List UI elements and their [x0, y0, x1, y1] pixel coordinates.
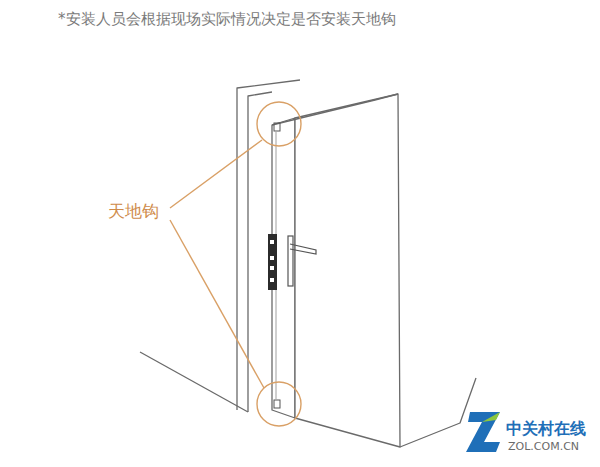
door-leaf [295, 94, 400, 447]
door-top [272, 94, 398, 125]
lock-body [268, 234, 277, 290]
watermark-text: 中关村在线 [506, 419, 586, 438]
highlight-circle [257, 102, 301, 146]
watermark-logo [466, 412, 500, 452]
note-text: *安装人员会根据现场实际情况决定是否安装天地钩 [58, 10, 396, 28]
bottom-hook [274, 400, 280, 408]
top-hook [274, 123, 280, 131]
leader-line [170, 140, 262, 208]
door-handle [290, 244, 316, 254]
lock-latch [270, 256, 274, 260]
floor-line [140, 352, 248, 412]
lock-latch [270, 278, 274, 282]
lock-latch [270, 240, 274, 244]
floor-line [400, 378, 476, 447]
highlight-circle [257, 382, 301, 426]
watermark-text: ZOL.COM.CN [508, 440, 579, 453]
callout-label: 天地钩 [108, 201, 159, 221]
lock-latch [270, 266, 274, 270]
leader-line [170, 220, 264, 388]
